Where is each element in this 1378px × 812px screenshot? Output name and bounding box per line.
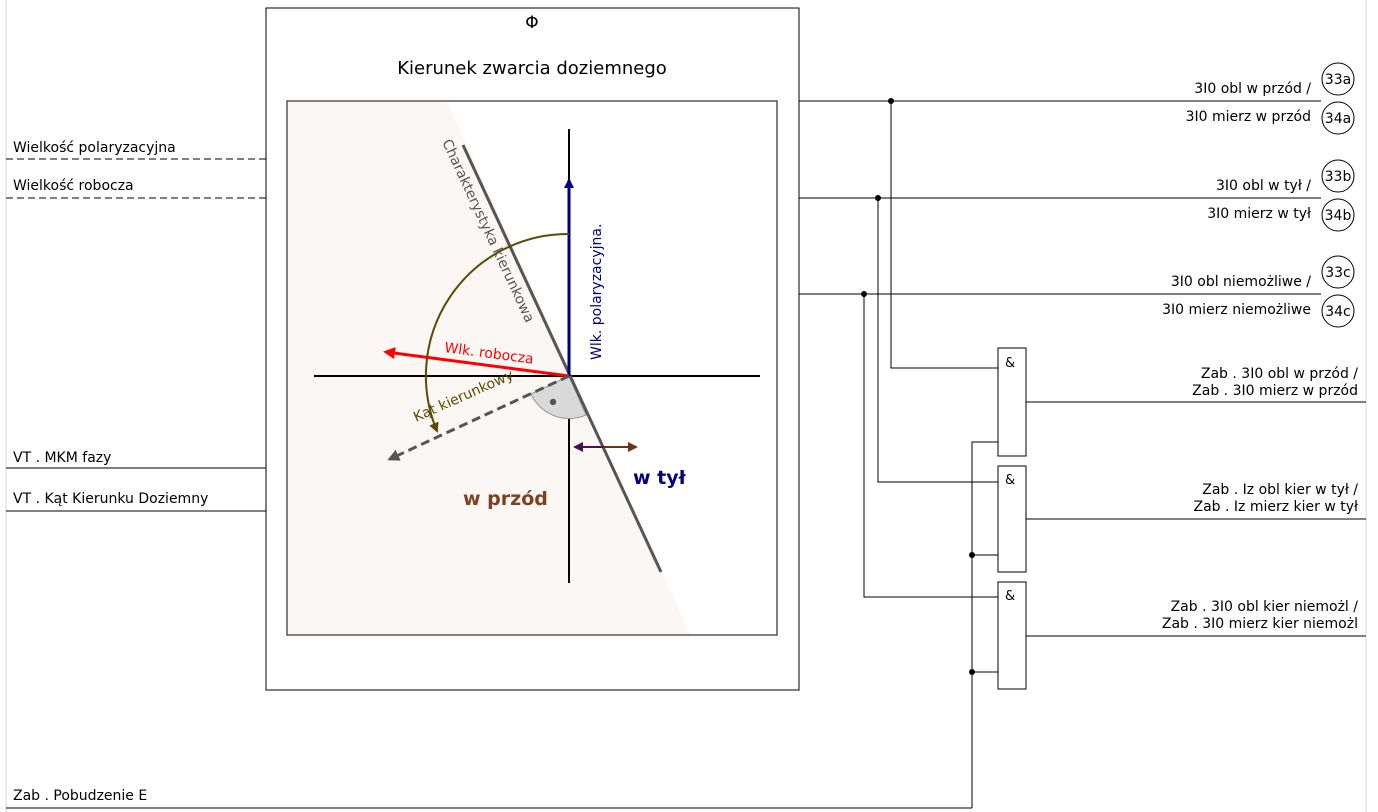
svg-text:&: &	[1005, 473, 1015, 488]
operating-arrow	[383, 347, 570, 378]
wire-reverse-to-gate	[877, 198, 998, 483]
ref-34a: 34a	[1321, 101, 1355, 135]
forward-zone	[288, 102, 690, 634]
junction-pickup-2	[969, 669, 975, 675]
output-forward-meas: 3I0 mierz w przód	[1186, 109, 1311, 125]
input-polarizing-label: Wielkość polaryzacyjna	[13, 140, 176, 156]
and-gate-forward: &	[997, 347, 1027, 457]
reverse-label: w tył	[633, 467, 687, 489]
ref-34c: 34c	[1321, 294, 1355, 328]
svg-text:34a: 34a	[1325, 111, 1351, 127]
input-pickup-label: Zab . Pobudzenie E	[13, 788, 147, 804]
block-symbol: Φ	[525, 13, 538, 33]
svg-text:34b: 34b	[1325, 208, 1352, 224]
polarizing-label: Wlk. polaryzacyjna.	[589, 224, 605, 360]
pickup-bus	[971, 441, 998, 808]
svg-text:&: &	[1005, 356, 1015, 371]
and-gate-nondir: &	[997, 581, 1027, 690]
right-angle-marker	[530, 375, 587, 419]
right-angle-dot	[549, 398, 557, 406]
gate-reverse-label-2: Zab . Iz mierz kier w tył	[1194, 499, 1359, 515]
svg-text:33c: 33c	[1325, 265, 1351, 281]
ref-33c: 33c	[1321, 255, 1355, 289]
output-reverse-meas: 3I0 mierz w tył	[1207, 206, 1311, 222]
angle-arc	[424, 232, 570, 433]
svg-text:&: &	[1005, 589, 1015, 604]
input-vt-angle-label: VT . Kąt Kierunku Doziemny	[13, 491, 208, 507]
svg-text:33b: 33b	[1325, 169, 1352, 185]
gate-forward-label-1: Zab . 3I0 obl w przód /	[1201, 366, 1358, 382]
wire-nondir-to-gate	[863, 294, 998, 598]
output-nondir-meas: 3I0 mierz niemożliwe	[1162, 302, 1311, 318]
gate-nondir-label-2: Zab . 3I0 mierz kier niemożl	[1162, 616, 1358, 632]
output-reverse-calc: 3I0 obl w tył /	[1216, 178, 1311, 194]
input-vt-phase-label: VT . MKM fazy	[13, 450, 111, 466]
junction-pickup-1	[969, 552, 975, 558]
output-forward-calc: 3I0 obl w przód /	[1194, 81, 1311, 97]
reference-arrow	[387, 374, 570, 461]
input-operating-label: Wielkość robocza	[13, 178, 134, 194]
gate-reverse-label-1: Zab . Iz obl kier w tył /	[1202, 482, 1358, 498]
block-title: Kierunek zwarcia doziemnego	[397, 58, 667, 79]
svg-text:34c: 34c	[1325, 304, 1351, 320]
forward-label: w przód	[463, 488, 548, 510]
ref-34b: 34b	[1321, 198, 1355, 232]
gate-forward-label-2: Zab . 3I0 mierz w przód	[1192, 383, 1358, 399]
ref-33a: 33a	[1321, 62, 1355, 96]
svg-text:33a: 33a	[1325, 72, 1351, 88]
characteristic-line	[461, 144, 663, 573]
and-gate-reverse: &	[997, 465, 1027, 573]
gate-nondir-label-1: Zab . 3I0 obl kier niemożl /	[1171, 599, 1359, 615]
ref-33b: 33b	[1321, 159, 1355, 193]
wire-forward-to-gate	[890, 101, 998, 369]
output-nondir-calc: 3I0 obl niemożliwe /	[1171, 274, 1311, 290]
